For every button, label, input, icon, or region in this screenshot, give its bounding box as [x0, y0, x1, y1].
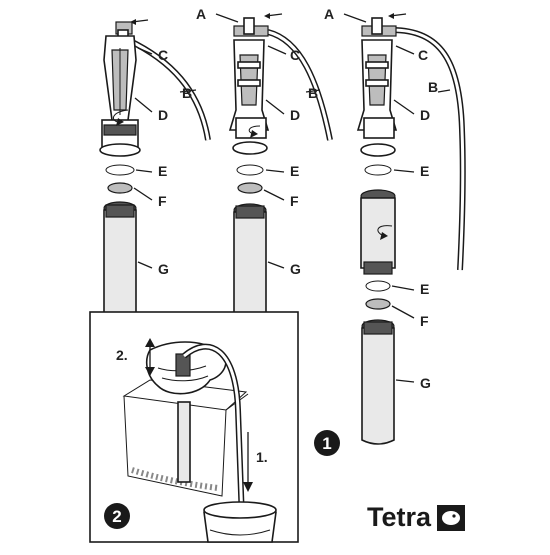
step-1-label: 1.	[256, 449, 268, 465]
fish-icon	[442, 511, 460, 525]
label-g-left: G	[158, 261, 169, 277]
label-f-left: F	[158, 193, 167, 209]
inset-panel	[89, 311, 299, 543]
step-2-label: 2.	[116, 347, 128, 363]
label-c-middle: C	[290, 47, 300, 63]
label-d-middle: D	[290, 107, 300, 123]
badge-1: 1	[314, 430, 340, 456]
label-e-left: E	[158, 163, 167, 179]
tetra-logo: Tetra	[367, 502, 465, 532]
label-b-left: B	[182, 85, 192, 101]
label-e-right: E	[420, 163, 429, 179]
labels-left: C B D E F G	[133, 47, 197, 277]
label-d-right: D	[420, 107, 430, 123]
label-f-middle: F	[290, 193, 299, 209]
label-b-right: B	[428, 79, 438, 95]
label-f-right: F	[420, 313, 429, 329]
labels-middle: A C B D E F G	[196, 6, 321, 277]
label-a-right: A	[324, 6, 334, 22]
unit-right	[356, 13, 466, 445]
brand-wordmark: Tetra	[367, 502, 432, 532]
label-g-middle: G	[290, 261, 301, 277]
unit-middle	[228, 13, 333, 325]
label-g-right: G	[420, 375, 431, 391]
unit-left	[99, 19, 211, 323]
badge-1-text: 1	[322, 434, 331, 453]
badge-2-text: 2	[112, 507, 121, 526]
label-c-left: C	[158, 47, 168, 63]
label-d-left: D	[158, 107, 168, 123]
label-e-middle: E	[290, 163, 299, 179]
labels-right: A C B D E E F G	[324, 6, 451, 391]
label-a-middle: A	[196, 6, 206, 22]
badge-2: 2	[104, 503, 130, 529]
label-c-right: C	[418, 47, 428, 63]
label-e2-right: E	[420, 281, 429, 297]
label-b-middle: B	[308, 85, 318, 101]
